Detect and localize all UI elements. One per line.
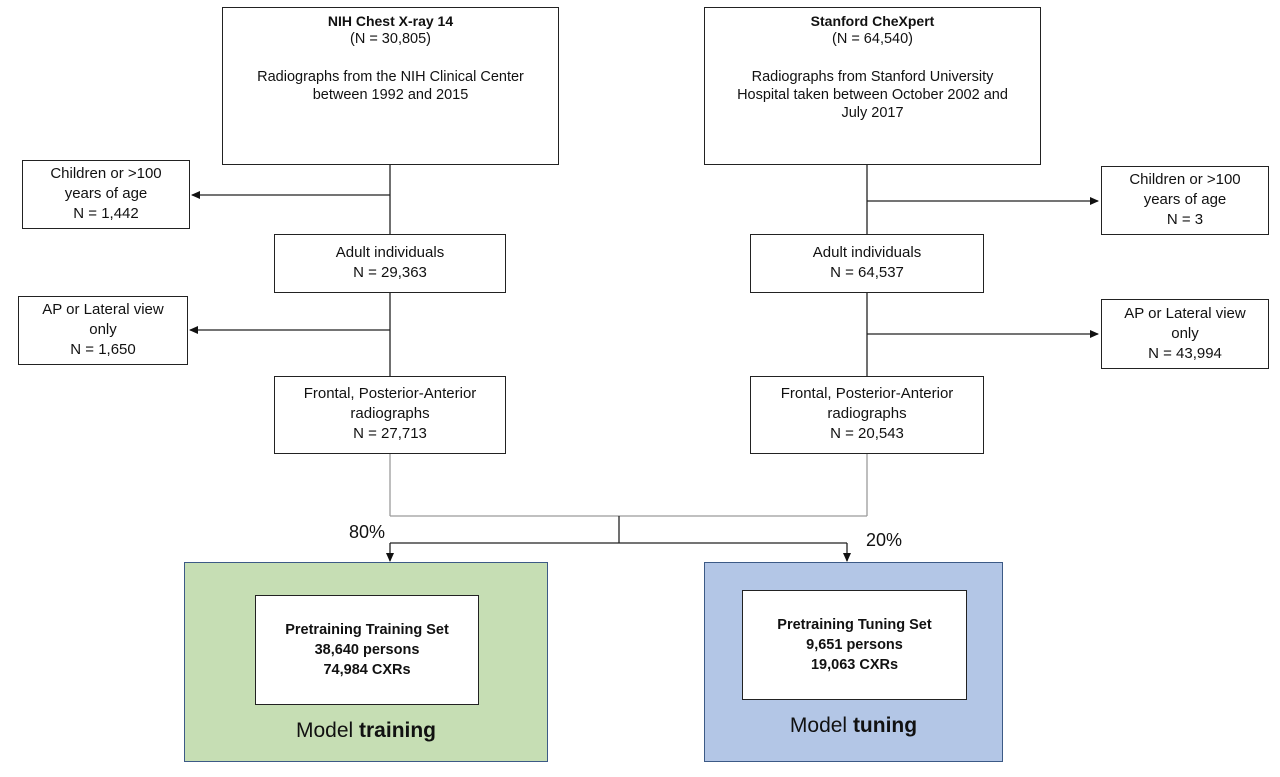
training-set-title: Pretraining Training Set xyxy=(285,622,449,638)
nih-frontal-line-1: Frontal, Posterior-Anterior xyxy=(303,385,477,402)
nih-source-count: (N = 30,805) xyxy=(349,31,431,47)
stanford-frontal-line-1: Frontal, Posterior-Anterior xyxy=(780,385,954,402)
stanford-frontal-count: N = 20,543 xyxy=(830,425,904,442)
stanford-frontal-box: Frontal, Posterior-Anterior radiographs … xyxy=(750,376,984,454)
stanford-exclusion-age-count: N = 3 xyxy=(1166,211,1204,228)
tuning-set-cxrs: 19,063 CXRs xyxy=(810,657,899,673)
stanford-source-count: (N = 64,540) xyxy=(831,31,913,47)
nih-source-name: NIH Chest X-ray 14 xyxy=(327,13,454,29)
tuning-split-percent: 20% xyxy=(866,530,903,550)
stanford-exclusion-view-box: AP or Lateral view only N = 43,994 xyxy=(1101,299,1269,369)
nih-exclusion-view-line-1: AP or Lateral view xyxy=(42,301,164,318)
nih-source-box: NIH Chest X-ray 14 (N = 30,805) Radiogra… xyxy=(222,7,559,165)
nih-adult-count: N = 29,363 xyxy=(353,264,427,281)
nih-frontal-count: N = 27,713 xyxy=(353,425,427,442)
model-training-label: Model training xyxy=(185,719,547,743)
training-set-cxrs: 74,984 CXRs xyxy=(323,662,411,678)
stanford-source-box: Stanford CheXpert (N = 64,540) Radiograp… xyxy=(704,7,1041,165)
nih-source-desc-line-1: Radiographs from the NIH Clinical Center xyxy=(257,69,524,85)
stanford-frontal-line-2: radiographs xyxy=(827,405,907,422)
nih-exclusion-view-count: N = 1,650 xyxy=(70,341,136,358)
stanford-exclusion-view-line-1: AP or Lateral view xyxy=(1124,305,1246,322)
model-training-panel: Pretraining Training Set 38,640 persons … xyxy=(184,562,548,762)
nih-frontal-line-2: radiographs xyxy=(350,405,430,422)
tuning-set-persons: 9,651 persons xyxy=(806,637,903,653)
tuning-set-title: Pretraining Tuning Set xyxy=(777,617,932,633)
model-tuning-label: Model tuning xyxy=(705,714,1002,738)
nih-exclusion-view-box: AP or Lateral view only N = 1,650 xyxy=(18,296,188,365)
model-tuning-panel: Pretraining Tuning Set 9,651 persons 19,… xyxy=(704,562,1003,762)
pretraining-tuning-set-box: Pretraining Tuning Set 9,651 persons 19,… xyxy=(742,590,967,700)
model-tuning-label-bold: tuning xyxy=(852,714,918,737)
nih-exclusion-age-line-1: Children or >100 xyxy=(50,165,162,182)
stanford-adult-count: N = 64,537 xyxy=(830,264,904,281)
stanford-adult-box: Adult individuals N = 64,537 xyxy=(750,234,984,293)
nih-frontal-box: Frontal, Posterior-Anterior radiographs … xyxy=(274,376,506,454)
model-training-label-prefix: Model xyxy=(295,719,360,742)
stanford-source-desc-line-1: Radiographs from Stanford University xyxy=(751,69,994,85)
stanford-source-desc-line-3: July 2017 xyxy=(841,105,904,121)
stanford-exclusion-age-box: Children or >100 years of age N = 3 xyxy=(1101,166,1269,235)
stanford-source-desc-line-2: Hospital taken between October 2002 and xyxy=(737,87,1008,103)
nih-exclusion-age-box: Children or >100 years of age N = 1,442 xyxy=(22,160,190,229)
model-tuning-label-prefix: Model xyxy=(789,714,853,737)
stanford-adult-label: Adult individuals xyxy=(812,244,922,261)
pretraining-training-set-box: Pretraining Training Set 38,640 persons … xyxy=(255,595,479,705)
training-set-persons: 38,640 persons xyxy=(314,642,420,658)
stanford-source-name: Stanford CheXpert xyxy=(810,13,935,29)
nih-source-desc-line-2: between 1992 and 2015 xyxy=(312,87,469,103)
stanford-exclusion-age-line-2: years of age xyxy=(1143,191,1227,208)
model-training-label-bold: training xyxy=(359,719,437,742)
nih-adult-label: Adult individuals xyxy=(335,244,445,261)
nih-exclusion-age-count: N = 1,442 xyxy=(73,205,139,222)
training-split-percent: 80% xyxy=(349,522,386,542)
nih-exclusion-view-line-2: only xyxy=(89,321,117,338)
stanford-exclusion-age-line-1: Children or >100 xyxy=(1129,171,1241,188)
nih-exclusion-age-line-2: years of age xyxy=(64,185,148,202)
stanford-exclusion-view-count: N = 43,994 xyxy=(1148,345,1222,362)
nih-adult-box: Adult individuals N = 29,363 xyxy=(274,234,506,293)
stanford-exclusion-view-line-2: only xyxy=(1171,325,1199,342)
